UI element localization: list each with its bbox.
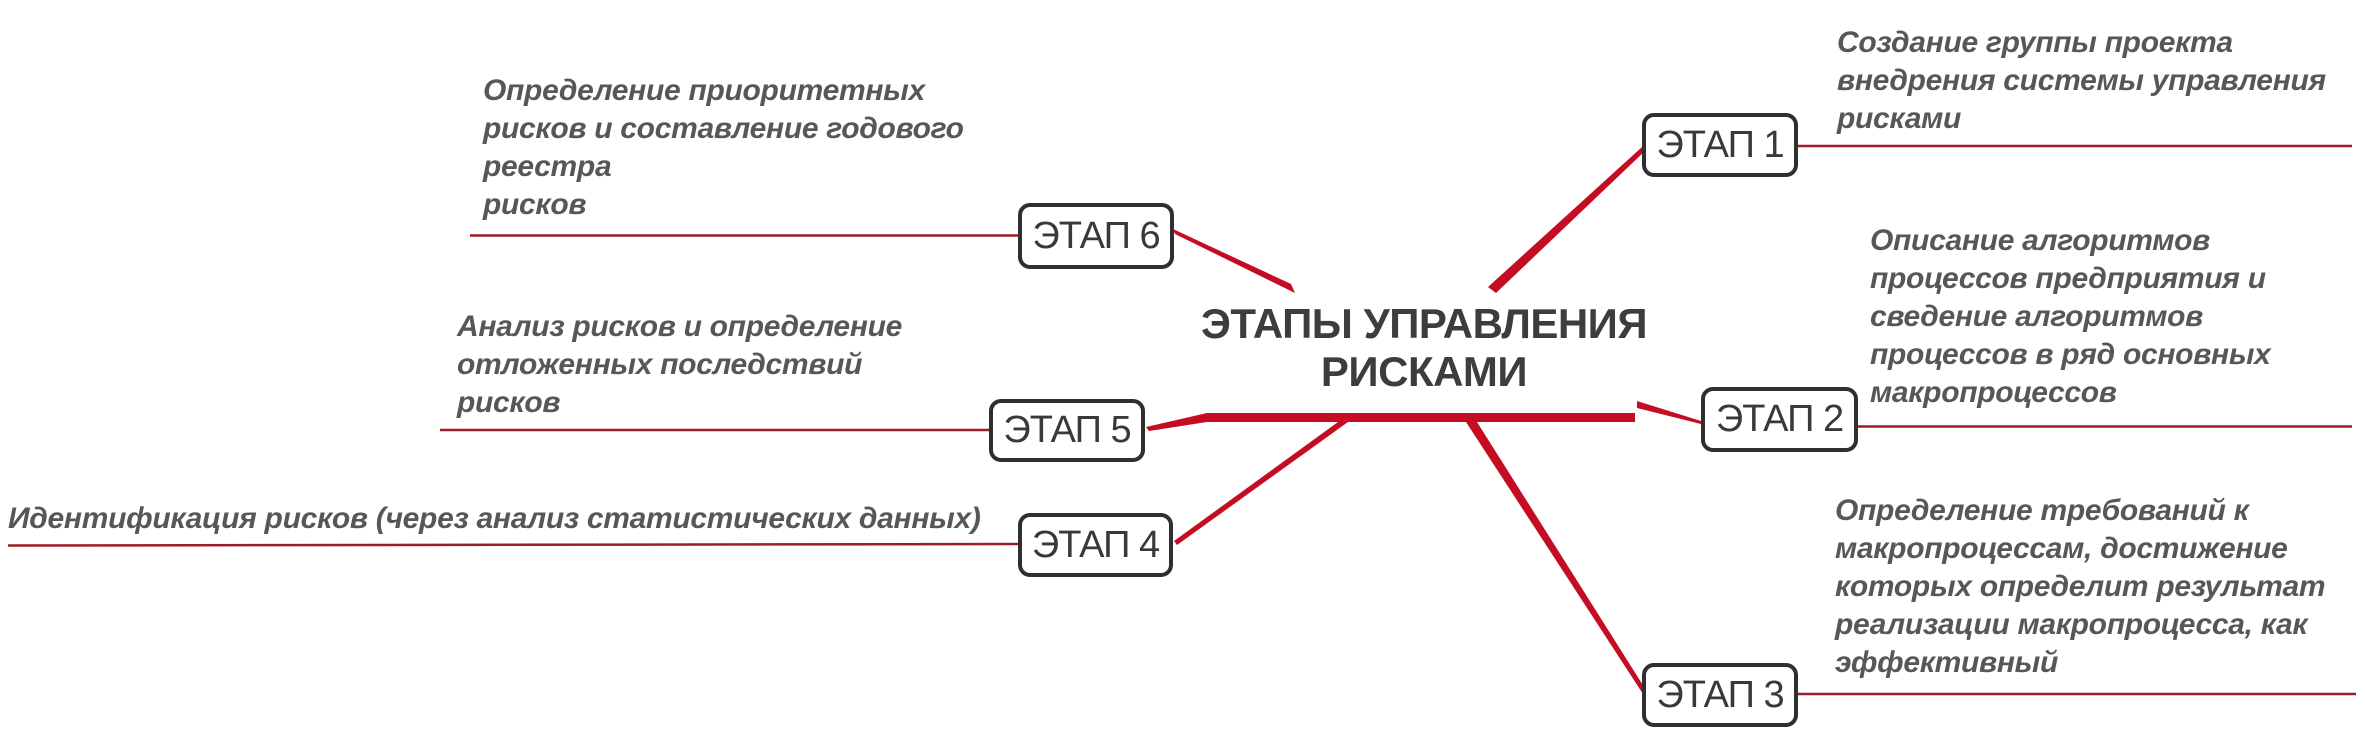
stage-1-description[interactable]: Создание группы проекта внедрения систем… — [1837, 26, 2326, 135]
underline-stage-4 — [7, 542, 1021, 547]
stage-node-3[interactable]: ЭТАП 3 — [1642, 663, 1798, 727]
branch-stage-5 — [1146, 413, 1207, 431]
stage-4-description[interactable]: Идентификация рисков (через анализ стати… — [8, 502, 981, 535]
stage-node-1[interactable]: ЭТАП 1 — [1642, 113, 1798, 177]
stage-node-6-label: ЭТАП 6 — [1032, 214, 1160, 257]
stage-node-5[interactable]: ЭТАП 5 — [989, 399, 1145, 462]
branch-stage-3 — [1466, 422, 1646, 694]
stage-node-4[interactable]: ЭТАП 4 — [1018, 513, 1173, 577]
stage-node-1-label: ЭТАП 1 — [1656, 123, 1784, 166]
stage-node-4-label: ЭТАП 4 — [1031, 523, 1160, 566]
stage-5-description[interactable]: Анализ рисков и определение отложенных п… — [457, 310, 903, 419]
branch-stage-4 — [1174, 422, 1348, 545]
stage-2-description[interactable]: Описание алгоритмов процессов предприяти… — [1870, 224, 2271, 409]
central-spine-bar — [1207, 413, 1635, 422]
stage-node-2[interactable]: ЭТАП 2 — [1701, 387, 1858, 452]
stage-node-6[interactable]: ЭТАП 6 — [1018, 203, 1174, 269]
branch-stage-1 — [1488, 147, 1645, 293]
stage-6-description[interactable]: Определение приоритетных рисков и состав… — [483, 74, 964, 221]
stage-3-description[interactable]: Определение требований к макропроцессам,… — [1835, 494, 2326, 679]
central-topic[interactable]: ЭТАПЫ УПРАВЛЕНИЯ РИСКАМИ — [1200, 300, 1648, 395]
stage-node-2-label: ЭТАП 2 — [1715, 398, 1844, 440]
stage-node-5-label: ЭТАП 5 — [1003, 409, 1131, 451]
branch-stage-2 — [1637, 401, 1701, 424]
stage-node-3-label: ЭТАП 3 — [1656, 673, 1784, 716]
branch-stage-6 — [1173, 229, 1295, 293]
